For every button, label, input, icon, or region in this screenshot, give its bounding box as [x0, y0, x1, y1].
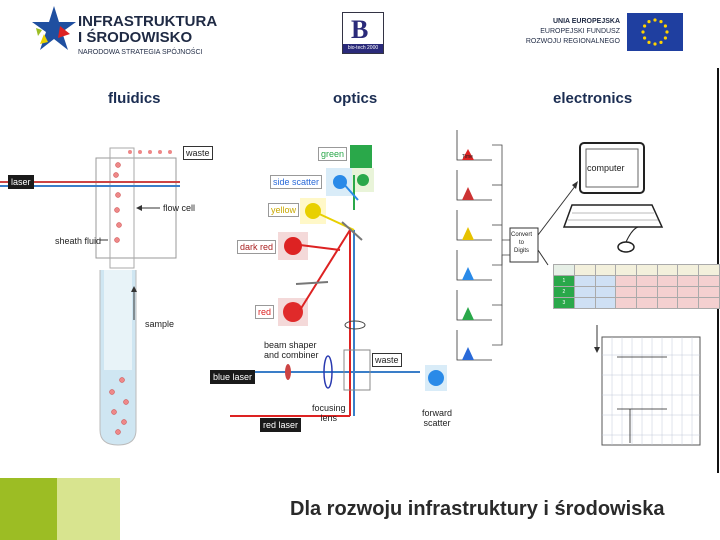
- fluidics-laser-label: laser: [8, 175, 34, 189]
- header-bar: INFRASTRUKTURA I ŚRODOWISKO NARODOWA STR…: [0, 0, 720, 62]
- footer-white-panel: [120, 478, 720, 540]
- row-2-label: 2: [553, 286, 575, 298]
- side-scatter-label: side scatter: [270, 175, 323, 189]
- green-label: green: [318, 147, 348, 161]
- focusing-lens-label: focusing lens: [312, 403, 346, 423]
- infrastruktura-logo: INFRASTRUKTURA I ŚRODOWISKO NARODOWA STR…: [30, 4, 220, 60]
- biotech-logo-mark: B: [351, 15, 369, 44]
- star-burst-icon: [32, 6, 76, 50]
- eu-line3: ROZWOJU REGIONALNEGO: [525, 38, 620, 45]
- footer-pale-block: [57, 478, 120, 540]
- biotech-logo: B bio-tech 2000: [342, 12, 384, 54]
- results-table: 1 2 3: [553, 264, 720, 309]
- electronics-title: electronics: [553, 90, 633, 107]
- convert-to-digits-label: Convert to Digits: [511, 232, 533, 254]
- logo-title-line2: I ŚRODOWISKO: [78, 29, 193, 46]
- footer-slogan: Dla rozwoju infrastruktury i środowiska: [290, 498, 665, 520]
- row-3-label: 3: [553, 297, 575, 309]
- flow-cell-label: flow cell: [163, 203, 196, 213]
- biotech-logo-caption: bio-tech 2000: [343, 44, 383, 53]
- eu-line1: UNIA EUROPEJSKA: [552, 18, 620, 25]
- fluidics-waste-label: waste: [183, 146, 213, 160]
- row-1-label: 1: [553, 275, 575, 287]
- fluidics-diagram: [0, 147, 180, 446]
- sheath-fluid-label: sheath fluid: [55, 236, 102, 246]
- signal-time-label: Time: [462, 154, 473, 160]
- beam-shaper-label: beam shaper and combiner: [264, 340, 319, 360]
- blue-laser-label: blue laser: [210, 370, 256, 384]
- optics-diagram: [230, 145, 447, 417]
- logo-title-line1: INFRASTRUKTURA: [78, 13, 218, 30]
- logo-subtitle: NARODOWA STRATEGIA SPÓJNOŚCI: [78, 49, 203, 56]
- yellow-label: yellow: [268, 203, 300, 217]
- red-label: red: [255, 305, 275, 319]
- optics-waste-label: waste: [372, 353, 402, 367]
- sample-label: sample: [145, 319, 175, 329]
- dark-red-label: dark red: [237, 240, 277, 254]
- eu-logo: UNIA EUROPEJSKA EUROPEJSKI FUNDUSZ ROZWO…: [525, 12, 685, 52]
- fluidics-title: fluidics: [108, 90, 161, 107]
- eu-line2: EUROPEJSKI FUNDUSZ: [540, 28, 620, 35]
- red-laser-label: red laser: [260, 418, 302, 432]
- optics-title: optics: [333, 90, 378, 107]
- computer-label: computer: [587, 163, 625, 173]
- forward-scatter-label: forward scatter: [422, 408, 453, 428]
- electronics-diagram: [456, 130, 701, 446]
- eu-flag-icon: [627, 13, 683, 51]
